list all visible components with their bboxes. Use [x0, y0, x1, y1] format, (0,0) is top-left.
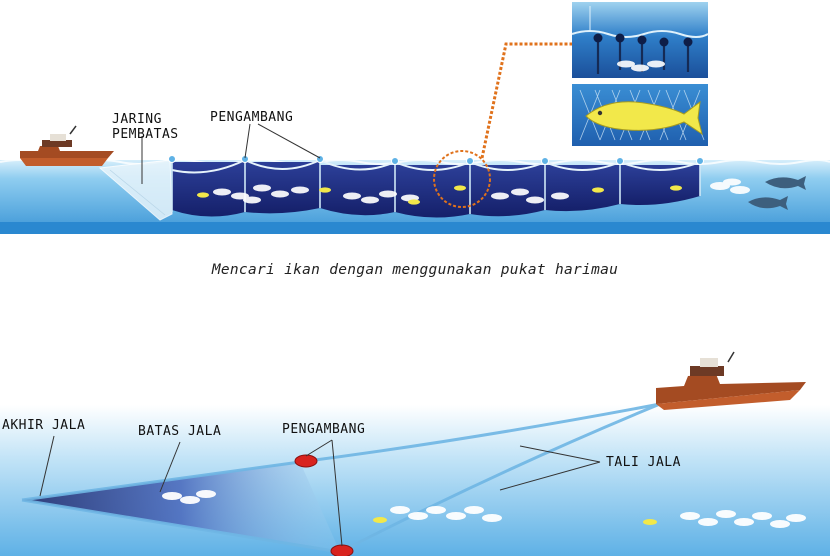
tow-ropes — [21, 402, 661, 554]
float-posts — [171, 160, 701, 214]
label-akhir-jala: AKHIR JALA — [2, 418, 86, 433]
label-tali-jala: TALI JALA — [606, 455, 681, 470]
float-icon — [616, 157, 624, 165]
fish-school — [162, 490, 806, 528]
yellow-fish — [373, 517, 657, 525]
trawl-codend — [22, 462, 340, 552]
fish-icon — [585, 100, 703, 136]
barrier-net-mesh — [109, 169, 166, 216]
bottom-leader-lines — [39, 435, 601, 547]
float-icon — [466, 157, 474, 165]
float-icon — [168, 155, 176, 163]
zoom-leader — [480, 42, 572, 159]
label-batas-jala: BATAS JALA — [138, 424, 222, 439]
inset-fish-panel — [572, 84, 708, 146]
float-icon — [391, 157, 399, 165]
caught-fish — [197, 176, 806, 210]
top-leader-lines — [141, 123, 321, 184]
float-icon — [330, 544, 354, 556]
top-scene — [0, 2, 830, 234]
free-fish-icon — [748, 176, 806, 210]
label-pengambang-bottom: PENGAMBANG — [282, 422, 366, 437]
label-jaring: JARING — [112, 112, 162, 127]
zoom-circle — [433, 150, 491, 208]
boat-icon — [656, 351, 806, 410]
inset-floats-panel — [571, 2, 709, 78]
bottom-sea — [0, 405, 830, 556]
top-seabed — [0, 222, 830, 234]
float-icon — [696, 157, 704, 165]
label-pembatas: PEMBATAS — [112, 127, 179, 142]
float-icon — [294, 454, 318, 468]
float-icon — [541, 157, 549, 165]
figure-caption: Mencari ikan dengan menggunakan pukat ha… — [211, 262, 619, 278]
barrier-net — [98, 159, 173, 221]
label-pengambang-top: PENGAMBANG — [210, 110, 294, 125]
boat-icon — [20, 125, 114, 166]
bottom-scene — [0, 351, 830, 556]
